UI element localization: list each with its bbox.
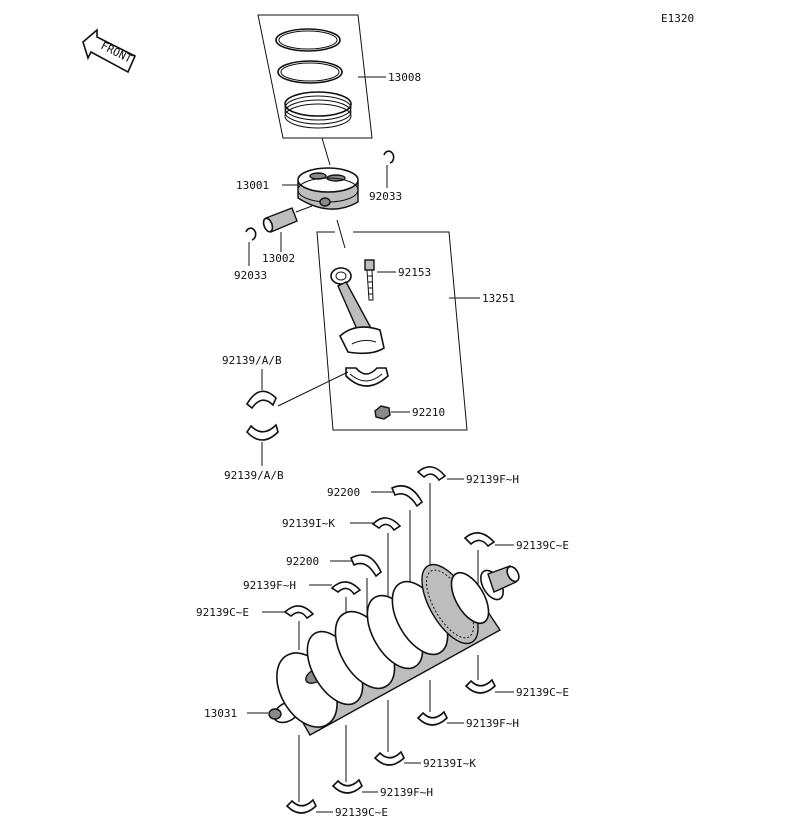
snap-ring-left — [245, 227, 257, 241]
snap-ring-right — [383, 150, 395, 164]
piston-pin — [262, 205, 313, 233]
main-bearing-ce-bottom — [285, 798, 317, 814]
label-bearing-fh-bottom: 92139F~H — [380, 786, 433, 799]
connecting-rod — [330, 267, 385, 355]
conrod-bearing-upper — [245, 390, 277, 410]
conrod-bolt — [364, 259, 375, 301]
label-snap-ring-right: 92033 — [369, 190, 402, 203]
label-piston-rings: 13008 — [388, 71, 421, 84]
thrust-washer-mid — [349, 554, 382, 578]
main-bearing-ik-top — [371, 517, 402, 532]
conrod-nut — [374, 405, 391, 420]
label-bearing-fh-top: 92139F~H — [466, 473, 519, 486]
crankshaft — [268, 563, 520, 736]
main-bearing-ce-lower-right — [464, 678, 496, 694]
label-piston-pin: 13002 — [262, 252, 295, 265]
label-bearing-ce-left: 92139C~E — [196, 606, 249, 619]
diagram-code: E1320 — [661, 12, 694, 25]
label-conrod-bearing-top: 92139/A/B — [222, 354, 282, 367]
label-conrod-nut: 92210 — [412, 406, 445, 419]
label-bearing-ik-lower: 92139I~K — [423, 757, 476, 770]
label-piston: 13001 — [236, 179, 269, 192]
main-bearing-fh-top — [416, 466, 447, 482]
front-arrow-icon: FRONT — [82, 28, 137, 74]
piston-ring-set — [257, 14, 373, 139]
label-bearing-fh-lower: 92139F~H — [466, 717, 519, 730]
main-bearing-fh-bottom — [331, 778, 363, 794]
label-conrod-bolt: 92153 — [398, 266, 431, 279]
label-conrod-bearing-bottom: 92139/A/B — [224, 469, 284, 482]
label-thrust-top: 92200 — [327, 486, 360, 499]
main-bearing-ik-lower — [373, 750, 405, 766]
label-bearing-ce-lower-right: 92139C~E — [516, 686, 569, 699]
thrust-washer-top — [390, 485, 424, 508]
label-bearing-ik-top: 92139I~K — [282, 517, 335, 530]
main-bearing-fh-lower — [416, 710, 448, 726]
main-bearing-ce-left — [283, 605, 315, 620]
label-bearing-fh-mid: 92139F~H — [243, 579, 296, 592]
label-crankshaft: 13031 — [204, 707, 237, 720]
main-bearing-fh-mid — [330, 581, 362, 596]
main-bearing-ce-right — [463, 532, 496, 548]
label-bearing-ce-bottom: 92139C~E — [335, 806, 388, 819]
conrod-cap — [345, 367, 389, 387]
label-thrust-mid: 92200 — [286, 555, 319, 568]
label-snap-ring-left: 92033 — [234, 269, 267, 282]
conrod-bearing-lower — [245, 423, 279, 441]
label-bearing-ce-right: 92139C~E — [516, 539, 569, 552]
piston — [297, 167, 359, 210]
label-conrod-assy: 13251 — [482, 292, 515, 305]
